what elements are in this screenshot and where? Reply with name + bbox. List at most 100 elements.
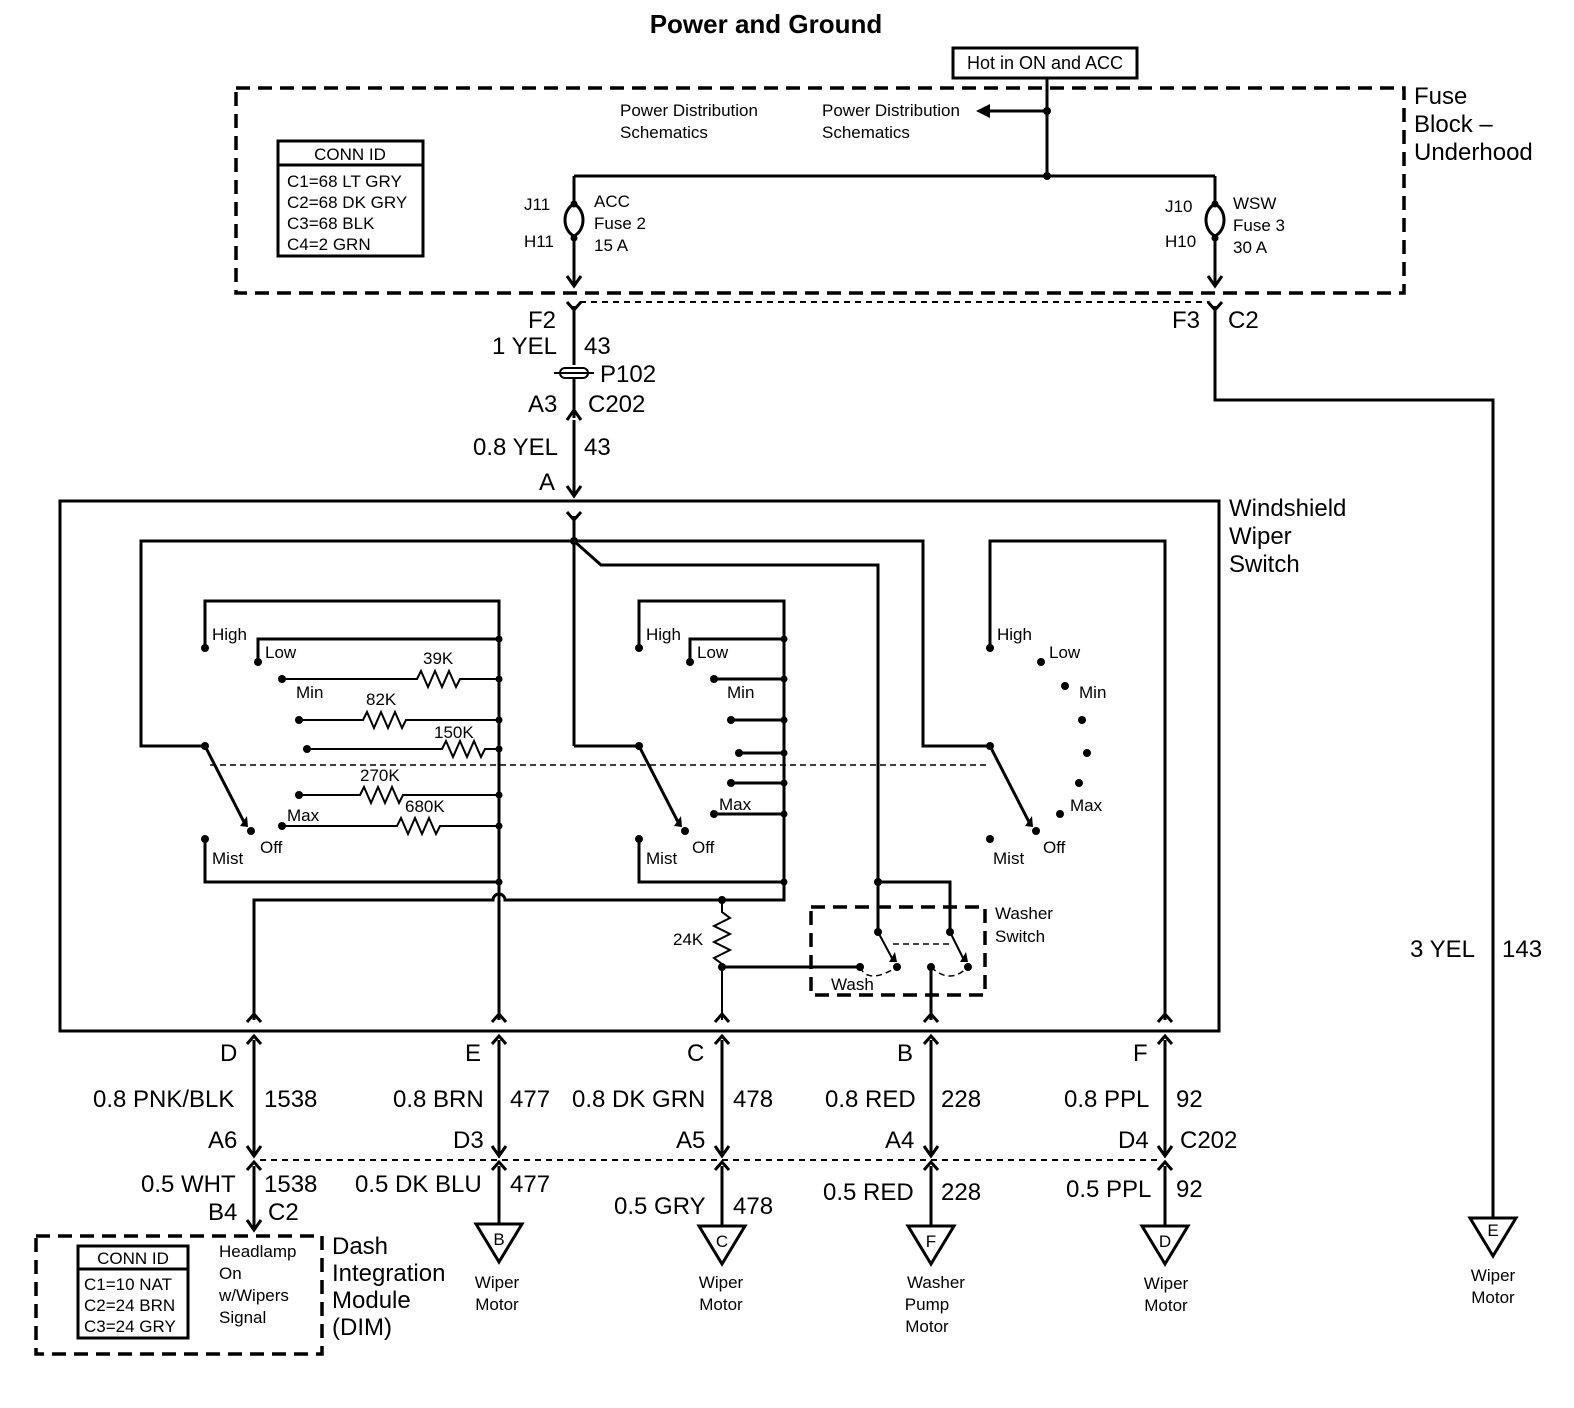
ground-letter: C bbox=[716, 1232, 728, 1251]
splice-pack-icon bbox=[554, 367, 594, 379]
dest-label-2: Motor bbox=[699, 1295, 743, 1314]
ground-triangle-icon bbox=[473, 1222, 525, 1265]
conn-c202-lower-label: C202 bbox=[1180, 1127, 1237, 1154]
left-off: Off bbox=[260, 838, 283, 857]
pds-arrow-icon bbox=[976, 104, 990, 118]
conn-label: A5 bbox=[676, 1127, 705, 1154]
pin-f-label: F bbox=[1133, 1040, 1148, 1067]
middle-mist: Mist bbox=[646, 849, 677, 868]
circuit-478-wire: C 0.8 DK GRN 478 A5 0.5 GRY 478 Wiper Mo… bbox=[572, 1033, 773, 1314]
conn-f3-label: F3 bbox=[1172, 307, 1200, 334]
pds-ref-2-line-1: Power Distribution bbox=[822, 101, 960, 120]
switch-name-2: Wiper bbox=[1229, 523, 1292, 550]
conn-label: A4 bbox=[885, 1127, 914, 1154]
fuse-block-name-2: Block – bbox=[1414, 111, 1493, 138]
resistor-24k bbox=[711, 900, 733, 1020]
right-off: Off bbox=[1043, 838, 1066, 857]
right-switch-section: High Low Min Max Off Mist bbox=[986, 539, 1167, 1020]
resistor-150k: 150K bbox=[434, 723, 474, 742]
pin-c-label: C bbox=[687, 1040, 704, 1067]
pds-ref-2-line-2: Schematics bbox=[822, 123, 910, 142]
acc-fuse-label-1: ACC bbox=[594, 192, 630, 211]
circuit-label: 228 bbox=[941, 1086, 981, 1113]
conn-a3-label: A3 bbox=[528, 391, 557, 418]
wire-label-lower: 0.5 WHT bbox=[141, 1171, 236, 1198]
ground-letter: B bbox=[493, 1230, 504, 1249]
dim-signal-4: Signal bbox=[219, 1308, 266, 1327]
washer-switch-label-2: Switch bbox=[995, 927, 1045, 946]
middle-high: High bbox=[646, 625, 681, 644]
circuit-143-wire: F3 C2 3 YEL 143 E Wiper Motor bbox=[1172, 301, 1542, 1307]
fuse-block-name-3: Underhood bbox=[1414, 139, 1533, 166]
wire-label: 0.8 PPL bbox=[1064, 1086, 1149, 1113]
circuit-label: 478 bbox=[733, 1086, 773, 1113]
washer-switch: Washer Switch Wash bbox=[809, 878, 1053, 1020]
windshield-wiper-switch: Windshield Wiper Switch High Low Min 39K bbox=[58, 495, 1346, 1033]
circuit-label: 1538 bbox=[264, 1086, 317, 1113]
dim-module: CONN ID C1=10 NAT C2=24 BRN C3=24 GRY He… bbox=[34, 1233, 445, 1356]
right-max: Max bbox=[1070, 796, 1103, 815]
conn-f2-label: F2 bbox=[528, 307, 556, 334]
dim-conn-id-row: C3=24 GRY bbox=[84, 1317, 176, 1336]
resistor-82k: 82K bbox=[366, 690, 397, 709]
middle-min: Min bbox=[727, 683, 754, 702]
pin-b-label: B bbox=[897, 1040, 913, 1067]
circuit-label: 477 bbox=[510, 1086, 550, 1113]
conn-id-row: C3=68 BLK bbox=[287, 214, 375, 233]
ground-triangle-icon bbox=[905, 1224, 957, 1267]
left-low: Low bbox=[265, 643, 297, 662]
dim-conn-id-row: C2=24 BRN bbox=[84, 1296, 175, 1315]
conn-c202-label: C202 bbox=[588, 391, 645, 418]
left-switch-section: High Low Min 39K 82K 150K 270K Max bbox=[201, 599, 503, 886]
acc-fuse-label-3: 15 A bbox=[594, 236, 629, 255]
dim-name-4: (DIM) bbox=[332, 1314, 392, 1341]
dim-conn-id-table: CONN ID C1=10 NAT C2=24 BRN C3=24 GRY bbox=[76, 1244, 190, 1340]
conn-label: D4 bbox=[1118, 1127, 1149, 1154]
pin-d-label: D bbox=[220, 1040, 237, 1067]
resistor-24k-label: 24K bbox=[673, 930, 704, 949]
pin-a-label: A bbox=[539, 469, 555, 496]
hot-label: Hot in ON and ACC bbox=[967, 53, 1123, 73]
resistor-680k: 680K bbox=[405, 797, 445, 816]
conn-label: A6 bbox=[208, 1127, 237, 1154]
dest-label-1: Wiper bbox=[1144, 1274, 1189, 1293]
dim-conn-label: C2 bbox=[268, 1199, 299, 1226]
fuse-icon bbox=[563, 202, 585, 238]
ground-letter: D bbox=[1159, 1232, 1171, 1251]
wsw-fuse-label-3: 30 A bbox=[1233, 238, 1268, 257]
conn-id-row: C4=2 GRN bbox=[287, 235, 371, 254]
dim-name-3: Module bbox=[332, 1287, 411, 1314]
circuit-label-lower: 1538 bbox=[264, 1171, 317, 1198]
dest-label-1: Washer bbox=[907, 1273, 965, 1292]
wash-label: Wash bbox=[831, 975, 874, 994]
pin-e-label: E bbox=[465, 1040, 481, 1067]
dest-label-2: Motor bbox=[1144, 1296, 1188, 1315]
circuit-1538-wire: 0.8 PNK/BLK 1538 A6 0.5 WHT 1538 B4 C2 bbox=[93, 1033, 317, 1233]
wire-label: 0.8 BRN bbox=[393, 1086, 484, 1113]
acc-fuse-label-2: Fuse 2 bbox=[594, 214, 646, 233]
pin-d-wire bbox=[252, 892, 722, 1020]
ground-letter-e: E bbox=[1487, 1221, 1498, 1240]
dest-label-2: Motor bbox=[475, 1295, 519, 1314]
wire-label: 0.8 DK GRN bbox=[572, 1086, 705, 1113]
middle-switch-section: High Low Min Max Off Mist bbox=[635, 599, 788, 886]
fuse-icon bbox=[1204, 202, 1226, 238]
dest-label-3: Motor bbox=[905, 1317, 949, 1336]
dim-conn-id-row: C1=10 NAT bbox=[84, 1275, 172, 1294]
left-high: High bbox=[212, 625, 247, 644]
wire-1yel-label: 1 YEL bbox=[492, 333, 557, 360]
wire-08yel-label: 0.8 YEL bbox=[473, 434, 558, 461]
wsw-fuse-label-2: Fuse 3 bbox=[1233, 216, 1285, 235]
dest-label-2: Pump bbox=[905, 1295, 949, 1314]
dim-name-1: Dash bbox=[332, 1233, 388, 1260]
ground-triangle-icon bbox=[1139, 1224, 1191, 1267]
wire-label-lower: 0.5 RED bbox=[823, 1179, 914, 1206]
wire-label: 0.8 RED bbox=[825, 1086, 916, 1113]
dim-signal-2: On bbox=[219, 1264, 242, 1283]
circuit-label: 92 bbox=[1176, 1086, 1203, 1113]
wiper-motor-label-1: Wiper bbox=[1471, 1266, 1516, 1285]
pds-ref-1-line-2: Schematics bbox=[620, 123, 708, 142]
conn-id-row: C1=68 LT GRY bbox=[287, 172, 402, 191]
diagram-title: Power and Ground bbox=[650, 9, 883, 39]
acc-fuse: J11 H11 ACC Fuse 2 15 A bbox=[524, 176, 646, 289]
